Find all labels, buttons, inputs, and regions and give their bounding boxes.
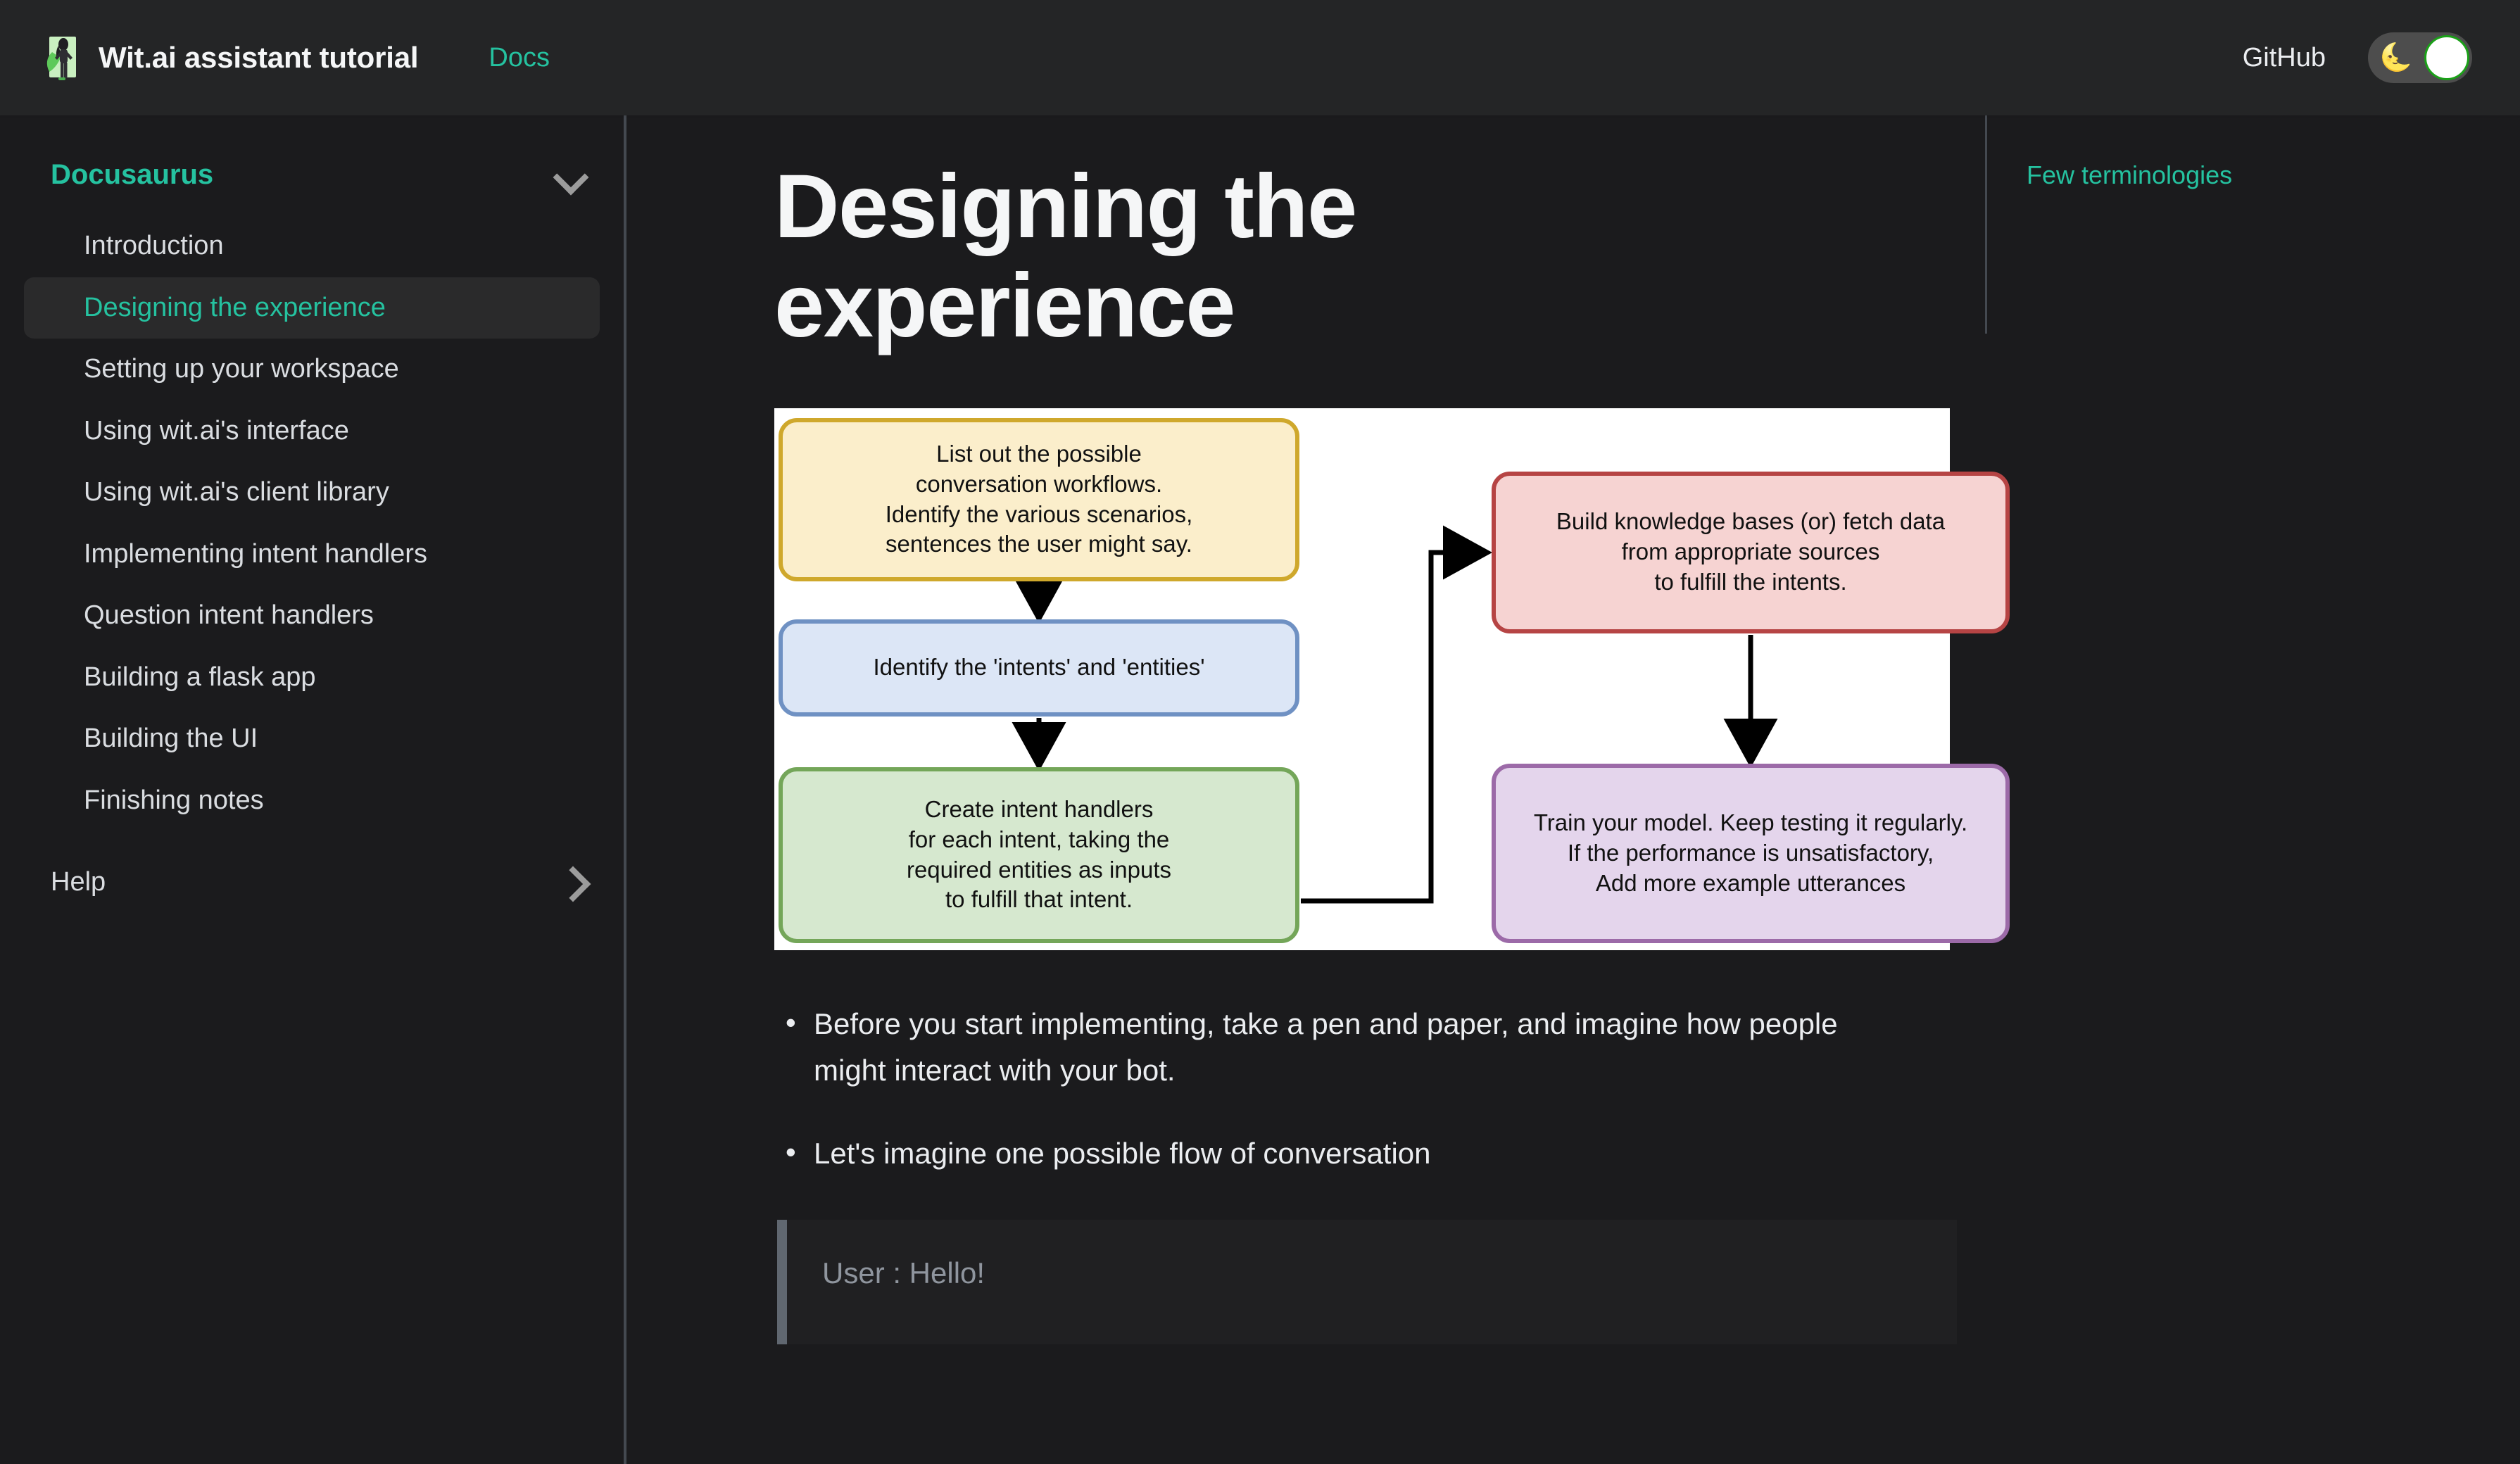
diagram-node-train-model: Train your model. Keep testing it regula…: [1492, 763, 2010, 943]
sidebar-item-building-a-flask-app[interactable]: Building a flask app: [84, 662, 316, 692]
diagram-node-identify-intents: Identify the 'intents' and 'entities': [779, 619, 1299, 717]
nav-link-docs[interactable]: Docs: [489, 42, 550, 72]
sidebar: Docusaurus Introduction Designing the ex…: [0, 115, 626, 1464]
theme-toggle-switch[interactable]: 🌜: [2368, 32, 2472, 83]
diagram-node-list-workflows: List out the possible conversation workf…: [779, 417, 1299, 581]
bullet-list: Before you start implementing, take a pe…: [774, 999, 1957, 1178]
navbar: Wit.ai assistant tutorial Docs GitHub 🌜: [0, 0, 2520, 115]
diagram-node-line: Identify the various scenarios,: [885, 500, 1193, 527]
sidebar-item-using-witai-client-library[interactable]: Using wit.ai's client library: [84, 477, 389, 507]
chevron-down-icon[interactable]: [552, 156, 588, 193]
sidebar-category-help[interactable]: Help: [24, 851, 600, 913]
diagram-node-line: Identify the 'intents' and 'entities': [873, 654, 1205, 681]
diagram-node-line: conversation workflows.: [915, 470, 1163, 497]
diagram-node-line: from appropriate sources: [1621, 538, 1880, 565]
brand-title: Wit.ai assistant tutorial: [99, 41, 419, 74]
sidebar-category-label: Docusaurus: [51, 158, 214, 190]
sidebar-item-finishing-notes[interactable]: Finishing notes: [84, 785, 264, 815]
table-of-contents: Few terminologies: [1985, 115, 2520, 334]
brand-link[interactable]: Wit.ai assistant tutorial: [39, 34, 419, 82]
diagram-connectors: [1012, 525, 1778, 904]
diagram-node-line: required entities as inputs: [906, 856, 1172, 883]
diagram-node-line: Build knowledge bases (or) fetch data: [1556, 508, 1946, 535]
diagram-node-line: for each intent, taking the: [908, 826, 1170, 852]
sidebar-item-introduction[interactable]: Introduction: [84, 231, 224, 260]
page-body: Docusaurus Introduction Designing the ex…: [0, 115, 2520, 1464]
crescent-moon-icon: 🌜: [2379, 43, 2413, 72]
sidebar-item-implementing-intent-handlers[interactable]: Implementing intent handlers: [84, 538, 427, 569]
page-title: Designing the experience: [774, 156, 1357, 356]
witai-superhero-logo-icon: [39, 34, 83, 82]
blockquote-text: User : Hello!: [822, 1256, 985, 1289]
navbar-left: Wit.ai assistant tutorial Docs: [39, 34, 550, 82]
diagram-node-build-knowledge: Build knowledge bases (or) fetch data fr…: [1492, 471, 2010, 633]
diagram-node-line: Train your model. Keep testing it regula…: [1533, 809, 1968, 835]
toc-item-few-terminologies[interactable]: Few terminologies: [2027, 160, 2233, 189]
nav-link-github[interactable]: GitHub: [2242, 42, 2326, 72]
list-item: Let's imagine one possible flow of conve…: [774, 1129, 1844, 1177]
sidebar-item-using-witai-interface[interactable]: Using wit.ai's interface: [84, 415, 349, 446]
diagram-node-create-handlers: Create intent handlers for each intent, …: [779, 766, 1299, 943]
diagram-node-line: to fulfill the intents.: [1654, 569, 1847, 595]
sidebar-category-help-label: Help: [51, 866, 106, 897]
chevron-right-icon[interactable]: [552, 864, 588, 900]
sidebar-item-question-intent-handlers[interactable]: Question intent handlers: [84, 600, 374, 630]
workflow-diagram: List out the possible conversation workf…: [774, 408, 2010, 950]
sidebar-item-designing-the-experience[interactable]: Designing the experience: [24, 277, 600, 339]
toggle-knob: [2424, 35, 2469, 80]
doc-article: Designing the experience Li: [626, 115, 2010, 1464]
sidebar-item-list: Introduction Designing the experience Se…: [0, 215, 624, 831]
navbar-right: GitHub 🌜: [2243, 32, 2472, 83]
sidebar-item-setting-up-your-workspace[interactable]: Setting up your workspace: [84, 354, 399, 384]
conversation-blockquote: User : Hello!: [777, 1219, 1957, 1344]
main-content-wrapper: Designing the experience Li: [626, 115, 2520, 1464]
diagram-node-line: Add more example utterances: [1595, 869, 1906, 896]
list-item: Before you start implementing, take a pe…: [774, 999, 1844, 1094]
diagram-node-line: to fulfill that intent.: [945, 886, 1133, 913]
diagram-node-line: Create intent handlers: [924, 795, 1154, 822]
toc-list: Few terminologies: [1987, 151, 2520, 200]
sidebar-category-docusaurus[interactable]: Docusaurus: [0, 149, 624, 200]
diagram-node-line: If the performance is unsatisfactory,: [1567, 839, 1934, 866]
diagram-node-line: List out the possible: [936, 440, 1142, 467]
sidebar-item-building-the-ui[interactable]: Building the UI: [84, 724, 258, 753]
diagram-node-line: sentences the user might say.: [886, 531, 1192, 557]
